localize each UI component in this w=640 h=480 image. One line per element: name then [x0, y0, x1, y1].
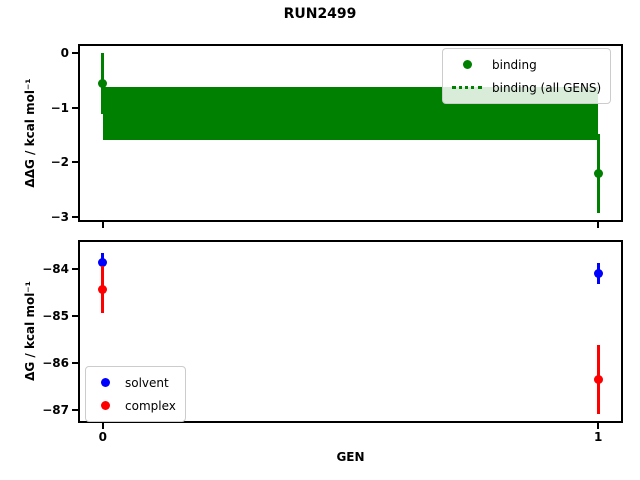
- y-tick-label: −1: [50, 100, 69, 115]
- plot-area-bottom: [78, 240, 623, 423]
- legend-swatch-area: [452, 86, 482, 89]
- x-axis-label: GEN: [336, 450, 365, 464]
- x-tick-label: 1: [594, 430, 603, 444]
- legend-label-solvent: solvent: [125, 375, 169, 390]
- y-tick-label: −87: [42, 402, 69, 417]
- complex-data-point: [98, 284, 108, 294]
- binding-data-point: [593, 168, 603, 178]
- figure-title: RUN2499: [283, 6, 357, 22]
- x-tick-mark: [101, 222, 104, 228]
- legend-entry-solvent: solvent: [95, 371, 176, 394]
- y-tick-mark: [72, 361, 78, 364]
- y-tick-label: −85: [42, 309, 69, 323]
- y-tick-label: −3: [50, 210, 69, 225]
- y-tick-label: −84: [42, 262, 69, 277]
- y-tick-mark: [72, 315, 78, 317]
- y-tick-mark: [72, 106, 78, 109]
- legend-entry-binding: binding: [452, 53, 601, 76]
- binding-dot-icon: [462, 60, 472, 69]
- bottom-y-axis-label: ΔG / kcal mol⁻¹: [23, 281, 37, 381]
- legend-solvent-complex: solvent complex: [85, 366, 186, 422]
- x-tick-label: 0: [98, 430, 107, 444]
- y-tick-mark: [72, 408, 78, 411]
- legend-binding: binding binding (all GENS): [442, 48, 612, 104]
- legend-entry-binding-all-gens: binding (all GENS): [452, 76, 601, 99]
- legend-swatch-area: [452, 60, 482, 69]
- legend-entry-complex: complex: [95, 394, 176, 417]
- y-tick-mark: [72, 268, 78, 271]
- legend-label-complex: complex: [125, 398, 176, 413]
- y-tick-mark: [72, 52, 78, 55]
- x-tick-mark: [597, 222, 600, 228]
- binding-data-point: [98, 78, 108, 88]
- y-tick-mark: [72, 216, 78, 219]
- y-tick-mark: [72, 161, 78, 164]
- x-tick-mark: [597, 423, 600, 429]
- legend-label-binding: binding: [492, 57, 537, 72]
- y-tick-label: 0: [60, 46, 69, 61]
- legend-label-binding-all-gens: binding (all GENS): [492, 80, 602, 95]
- plot-area-top: [78, 44, 623, 222]
- y-tick-label: −86: [42, 355, 69, 370]
- complex-dot-icon: [100, 401, 110, 410]
- solvent-dot-icon: [100, 378, 110, 387]
- complex-data-point: [593, 374, 603, 384]
- x-tick-mark: [101, 423, 104, 429]
- solvent-data-point: [98, 257, 108, 267]
- solvent-data-point: [593, 269, 603, 279]
- legend-swatch-area: [95, 401, 115, 410]
- y-tick-label: −2: [50, 155, 69, 170]
- legend-swatch-area: [95, 378, 115, 387]
- binding-all-gens-dotted-line-icon: [452, 86, 482, 89]
